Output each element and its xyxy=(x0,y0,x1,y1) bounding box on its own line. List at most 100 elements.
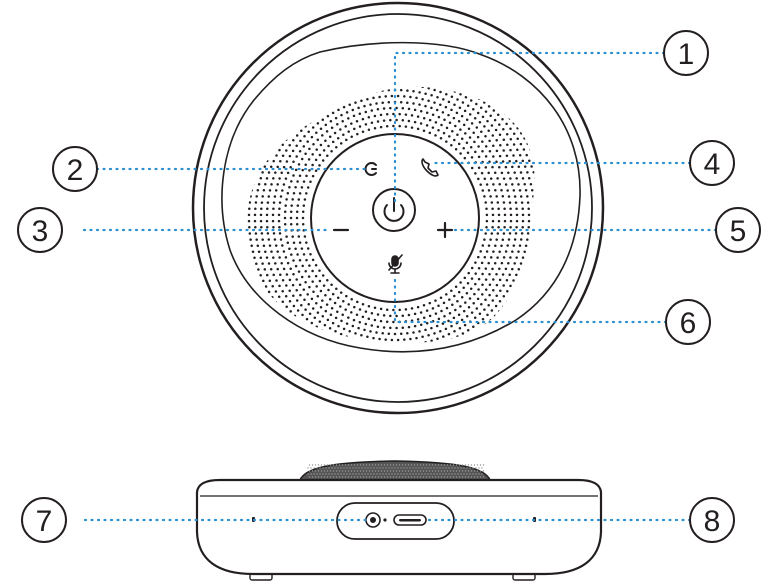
mesh-dot xyxy=(452,476,455,478)
grille-hole xyxy=(492,155,495,158)
mesh-dot xyxy=(373,473,375,475)
grille-hole xyxy=(493,314,497,318)
grille-hole xyxy=(351,375,354,378)
mesh-dot xyxy=(461,476,464,478)
grille-hole xyxy=(505,122,508,126)
grille-hole xyxy=(278,207,281,210)
top-mesh xyxy=(298,460,492,481)
mesh-dot xyxy=(365,470,368,472)
grille-hole xyxy=(484,232,487,235)
grille-hole xyxy=(474,282,477,286)
grille-hole xyxy=(489,90,492,94)
grille-hole xyxy=(301,96,304,99)
grille-hole xyxy=(484,166,488,169)
grille-hole xyxy=(513,195,517,198)
power-button[interactable] xyxy=(372,188,416,232)
aux-port-hole xyxy=(370,517,376,523)
grille-hole xyxy=(358,125,362,128)
grille-hole xyxy=(440,368,443,371)
mesh-dot xyxy=(416,470,419,472)
grille-hole xyxy=(357,57,360,60)
grille-hole xyxy=(406,380,409,383)
grille-hole xyxy=(526,142,529,146)
grille-hole xyxy=(514,201,518,204)
grille-hole xyxy=(369,355,372,358)
grille-hole xyxy=(491,207,494,210)
grille-hole xyxy=(509,284,512,288)
mesh-dot xyxy=(326,470,329,472)
grille-hole xyxy=(487,129,490,133)
grille-hole xyxy=(552,220,555,223)
aux-port[interactable] xyxy=(365,512,381,528)
grille-hole xyxy=(433,88,436,92)
mute-button[interactable] xyxy=(388,254,403,274)
grille-hole xyxy=(545,232,548,235)
mesh-dot xyxy=(316,473,318,475)
grille-hole xyxy=(367,128,371,132)
grille-hole xyxy=(407,313,411,317)
grille-hole xyxy=(308,312,312,316)
callout-1-label: 1 xyxy=(678,38,695,71)
grille-hole xyxy=(254,232,258,235)
grille-hole xyxy=(255,195,258,198)
grille-hole xyxy=(290,180,293,183)
grille-hole xyxy=(330,86,334,88)
grille-hole xyxy=(260,207,263,210)
grille-hole xyxy=(518,189,522,192)
grille-hole xyxy=(232,245,235,248)
grille-hole xyxy=(300,275,304,279)
grille-hole xyxy=(424,92,427,95)
mesh-dot xyxy=(481,467,483,469)
grille-hole xyxy=(325,101,329,104)
grille-hole xyxy=(467,306,471,309)
grille-hole xyxy=(403,95,406,98)
grille-hole xyxy=(318,320,322,323)
mesh-dot xyxy=(439,473,441,475)
inner-ring xyxy=(203,13,593,403)
grille-hole xyxy=(495,283,499,287)
grille-hole xyxy=(259,256,263,259)
mesh-dot xyxy=(310,467,312,469)
call-button[interactable] xyxy=(421,158,439,177)
mesh-dot xyxy=(451,467,453,469)
grille-hole xyxy=(381,65,384,68)
grille-hole xyxy=(512,244,516,247)
grille-hole xyxy=(248,232,252,235)
grille-hole xyxy=(277,213,281,217)
grille-hole xyxy=(551,207,554,210)
bluetooth-button[interactable] xyxy=(364,162,377,176)
grille-hole xyxy=(360,87,363,90)
grille-hole xyxy=(339,371,342,374)
grille-hole xyxy=(293,118,297,122)
grille-hole xyxy=(278,177,281,180)
grille-hole xyxy=(498,278,502,282)
usb-c-port[interactable] xyxy=(393,514,427,526)
grille-hole xyxy=(304,332,307,335)
grille-hole xyxy=(550,195,553,198)
grille-hole xyxy=(295,216,299,220)
grille-hole xyxy=(445,306,449,310)
grille-hole xyxy=(306,186,310,189)
grille-hole xyxy=(298,283,302,286)
grille-hole xyxy=(465,291,469,295)
grille-hole xyxy=(475,88,479,92)
grille-hole xyxy=(314,353,317,356)
mesh-dot xyxy=(335,476,338,478)
outer-ring xyxy=(191,1,605,415)
grille-hole xyxy=(488,150,492,153)
grille-hole xyxy=(272,159,275,163)
grille-hole xyxy=(418,91,421,94)
grille-hole xyxy=(271,284,274,288)
grille-hole xyxy=(456,299,459,303)
grille-hole xyxy=(526,195,529,198)
bluetooth-pairing-icon xyxy=(364,162,377,176)
mesh-dot xyxy=(440,464,443,466)
grille-hole xyxy=(300,82,303,85)
volume-up-button[interactable] xyxy=(436,221,454,239)
mesh-dot xyxy=(371,476,374,478)
grille-hole xyxy=(322,351,325,354)
grille-hole xyxy=(345,348,348,351)
mesh-dot xyxy=(427,467,429,469)
grille-hole xyxy=(434,76,437,79)
grille-hole xyxy=(539,263,542,266)
